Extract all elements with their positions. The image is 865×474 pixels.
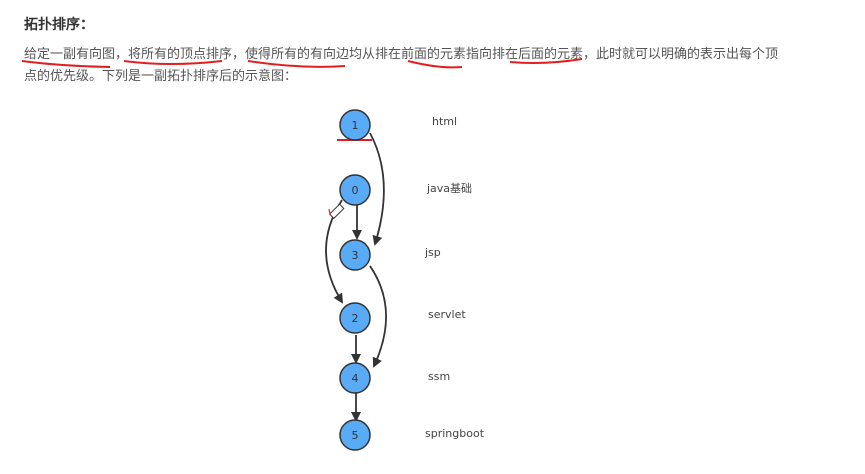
- svg-text:5: 5: [352, 429, 359, 442]
- svg-text:4: 4: [352, 372, 359, 385]
- intro-paragraph: 给定一副有向图，将所有的顶点排序，使得所有的有向边均从排在前面的元素指向排在后面…: [24, 44, 824, 88]
- edge-1-3: [369, 132, 385, 246]
- paragraph-line-2: 点的优先级。下列是一副拓扑排序后的示意图：: [24, 69, 298, 84]
- svg-text:2: 2: [352, 312, 359, 325]
- node-0: 0 java基础: [339, 174, 472, 206]
- node-1: 1 html: [339, 109, 457, 141]
- node-label-springboot: springboot: [425, 427, 485, 440]
- section-title: 拓扑排序：: [24, 17, 94, 33]
- node-label-servlet: servlet: [428, 308, 466, 321]
- pencil-cursor-icon: [328, 203, 345, 220]
- edges: [325, 132, 387, 422]
- svg-text:0: 0: [352, 184, 359, 197]
- node-3: 3 jsp: [339, 239, 441, 271]
- node-label-ssm: ssm: [428, 370, 450, 383]
- edge-3-4: [369, 265, 387, 368]
- node-4: 4 ssm: [339, 362, 450, 394]
- paragraph-line-1: 给定一副有向图，将所有的顶点排序，使得所有的有向边均从排在前面的元素指向排在后面…: [24, 47, 779, 62]
- node-5: 5 springboot: [339, 419, 485, 451]
- node-label-jsp: jsp: [424, 246, 441, 259]
- node-2: 2 servlet: [339, 302, 466, 334]
- node-label-java: java基础: [426, 182, 472, 195]
- red-annotation-underlines: [21, 58, 583, 141]
- node-label-html: html: [432, 115, 457, 128]
- svg-text:3: 3: [352, 249, 359, 262]
- svg-text:1: 1: [352, 119, 359, 132]
